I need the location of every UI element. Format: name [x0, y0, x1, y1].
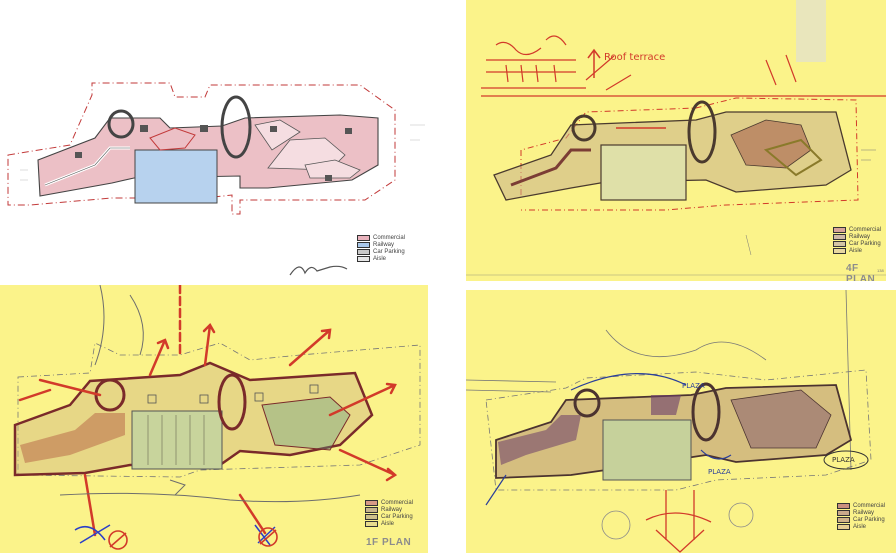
- legend-swatch: [837, 516, 850, 523]
- legend-item: Commercial: [837, 502, 885, 509]
- panel-top-left: Commercial Railway Car Parking Aisle: [0, 0, 440, 265]
- legend-label: Railway: [849, 233, 871, 240]
- legend-item: Aisle: [837, 523, 885, 530]
- legend-label: Car Parking: [381, 513, 413, 520]
- legend-swatch: [833, 247, 846, 254]
- legend-swatch: [365, 506, 378, 513]
- legend-swatch: [357, 234, 370, 241]
- legend-item: Car Parking: [833, 240, 881, 247]
- legend-item: Railway: [833, 233, 881, 240]
- legend-item: Car Parking: [365, 513, 413, 520]
- plan-title-1f: 1F PLAN: [366, 537, 412, 548]
- legend-item: Aisle: [365, 520, 413, 527]
- legend-label: Railway: [853, 509, 875, 516]
- legend-label: Commercial: [853, 502, 886, 509]
- legend-item: Car Parking: [837, 516, 885, 523]
- plaza-label-top: PLAZA: [682, 382, 705, 390]
- 1f-plaza-sketch-drawing: [466, 290, 872, 553]
- legend-item: Aisle: [357, 255, 405, 262]
- legend-label: Car Parking: [853, 516, 885, 523]
- legend-label: Aisle: [381, 520, 395, 527]
- legend-swatch: [357, 241, 370, 248]
- legend-label: Railway: [373, 241, 395, 248]
- plan-title-4f: 4F PLAN: [846, 263, 876, 281]
- legend-swatch: [365, 499, 378, 506]
- legend: Commercial Railway Car Parking Aisle: [357, 234, 405, 262]
- legend-swatch: [365, 520, 378, 527]
- legend: Commercial Railway Car Parking Aisle: [365, 499, 413, 527]
- legend-swatch: [357, 255, 370, 262]
- signature-scribble: [289, 265, 348, 276]
- legend-swatch: [837, 509, 850, 516]
- legend-swatch: [833, 240, 846, 247]
- legend-swatch: [837, 502, 850, 509]
- plaza-label-right: PLAZA: [832, 456, 855, 464]
- legend: Commercial Railway Car Parking Aisle: [837, 502, 885, 530]
- page-number: 138: [877, 268, 884, 273]
- legend-label: Railway: [381, 506, 403, 513]
- legend-item: Commercial: [365, 499, 413, 506]
- legend-label: Car Parking: [373, 248, 405, 255]
- panel-top-right: Roof terrace Commercial Railway Car Park…: [466, 0, 886, 281]
- railway-block: [134, 149, 218, 204]
- legend-item: Commercial: [357, 234, 405, 241]
- legend-label: Commercial: [849, 226, 882, 233]
- legend: Commercial Railway Car Parking Aisle: [833, 226, 881, 254]
- 4f-sketch-drawing: [466, 0, 886, 276]
- 1f-sketch-drawing: [13, 285, 421, 550]
- legend-label: Commercial: [373, 234, 406, 241]
- legend-swatch: [833, 226, 846, 233]
- panel-bottom-left: Commercial Railway Car Parking Aisle 1F …: [0, 285, 428, 553]
- legend-swatch: [357, 248, 370, 255]
- legend-item: Railway: [365, 506, 413, 513]
- legend-item: Railway: [357, 241, 405, 248]
- legend-item: Commercial: [833, 226, 881, 233]
- legend-label: Aisle: [853, 523, 867, 530]
- legend-label: Aisle: [849, 247, 863, 254]
- legend-label: Aisle: [373, 255, 387, 262]
- legend-label: Commercial: [381, 499, 414, 506]
- legend-label: Car Parking: [849, 240, 881, 247]
- legend-item: Aisle: [833, 247, 881, 254]
- site-plan-drawing: [7, 82, 425, 215]
- roof-terrace-note: Roof terrace: [604, 52, 666, 63]
- legend-swatch: [837, 523, 850, 530]
- panel-bottom-right: PLAZA PLAZA PLAZA Commercial Railway Car…: [466, 290, 896, 553]
- legend-swatch: [365, 513, 378, 520]
- legend-item: Car Parking: [357, 248, 405, 255]
- legend-swatch: [833, 233, 846, 240]
- plaza-label-middle: PLAZA: [708, 468, 731, 476]
- legend-item: Railway: [837, 509, 885, 516]
